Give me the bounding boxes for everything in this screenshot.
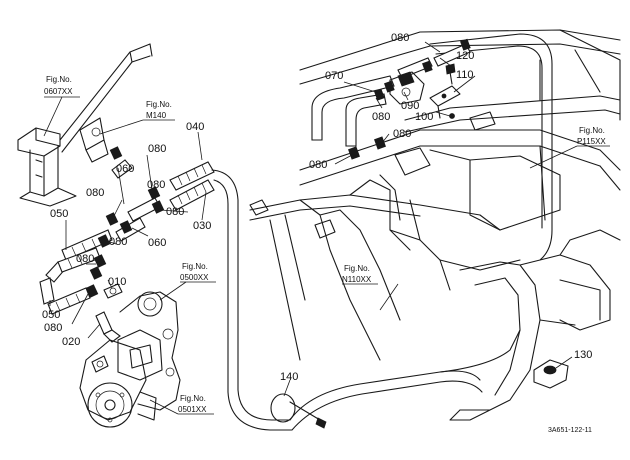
part-label-050-a: 050 bbox=[50, 208, 68, 220]
part-label-070: 070 bbox=[325, 70, 343, 82]
tractor-frame bbox=[249, 29, 621, 421]
part-label-080-c: 080 bbox=[166, 206, 184, 218]
bolt-100 bbox=[449, 113, 455, 119]
bolt-120 bbox=[445, 63, 456, 85]
figure-references: Fig.No. 0607XX Fig.No. M140 Fig.No. P115… bbox=[44, 75, 606, 414]
part-label-020: 020 bbox=[62, 336, 80, 348]
part-label-080-left: 080 bbox=[309, 159, 327, 171]
part-label-080-d: 080 bbox=[86, 187, 104, 199]
part-label-120: 120 bbox=[456, 50, 474, 62]
drawing-code: 3A651-122-11 bbox=[548, 427, 592, 434]
fig-ref-n110xx-label: Fig.No. bbox=[344, 264, 370, 273]
fig-ref-0500xx-label: Fig.No. bbox=[182, 262, 208, 271]
part-label-140: 140 bbox=[280, 371, 298, 383]
hose-060-upper bbox=[111, 159, 161, 222]
part-label-100: 100 bbox=[415, 111, 433, 123]
part-label-080-e: 080 bbox=[109, 236, 127, 248]
part-label-040: 040 bbox=[186, 121, 204, 133]
fig-ref-m140-code: M140 bbox=[146, 111, 167, 120]
grommet-130 bbox=[533, 359, 569, 389]
fig-ref-m140-label: Fig.No. bbox=[146, 100, 172, 109]
leader-lines bbox=[43, 41, 610, 415]
part-label-110: 110 bbox=[456, 69, 474, 81]
part-label-090: 090 bbox=[401, 100, 419, 112]
part-label-080-mid: 080 bbox=[372, 111, 390, 123]
elbow-020 bbox=[95, 311, 121, 343]
part-label-080-top: 080 bbox=[391, 32, 409, 44]
fig-ref-0607xx-code: 0607XX bbox=[44, 87, 73, 96]
part-label-030: 030 bbox=[193, 220, 211, 232]
fig-ref-0501xx-code: 0501XX bbox=[178, 405, 207, 414]
hose-030 bbox=[169, 179, 215, 211]
upper-pipe-loop bbox=[429, 33, 553, 261]
mount-bracket bbox=[17, 43, 153, 207]
hose-040 bbox=[169, 161, 215, 191]
part-label-080-f: 080 bbox=[76, 253, 94, 265]
pump-housing bbox=[79, 291, 181, 428]
fig-ref-n110xx-code: N110XX bbox=[342, 275, 372, 284]
heater-valve-090 bbox=[389, 71, 425, 105]
part-label-080-a: 080 bbox=[148, 143, 166, 155]
part-label-080-b: 080 bbox=[147, 179, 165, 191]
part-label-050-b: 050 bbox=[42, 309, 60, 321]
fig-ref-0501xx-label: Fig.No. bbox=[180, 394, 206, 403]
upper-clamps bbox=[348, 38, 471, 160]
part-number-labels: 080 120 110 070 090 100 080 080 080 040 … bbox=[42, 32, 592, 383]
part-label-080-right: 080 bbox=[393, 128, 411, 140]
valve-bracket-110 bbox=[429, 85, 461, 119]
part-label-010: 010 bbox=[108, 276, 126, 288]
fig-ref-p115xx-label: Fig.No. bbox=[579, 126, 605, 135]
heater-hose-loop bbox=[211, 169, 521, 431]
fig-ref-0500xx-code: 0500XX bbox=[180, 273, 209, 282]
part-label-060-b: 060 bbox=[148, 237, 166, 249]
hose-clamps bbox=[85, 146, 165, 298]
part-label-060-a: 060 bbox=[116, 163, 134, 175]
hose-clip-140 bbox=[270, 393, 327, 429]
part-label-130: 130 bbox=[574, 349, 592, 361]
fitting-010 bbox=[103, 283, 123, 299]
part-label-080-g: 080 bbox=[44, 322, 62, 334]
fig-ref-0607xx-label: Fig.No. bbox=[46, 75, 72, 84]
fig-ref-p115xx-code: P115XX bbox=[577, 137, 606, 146]
